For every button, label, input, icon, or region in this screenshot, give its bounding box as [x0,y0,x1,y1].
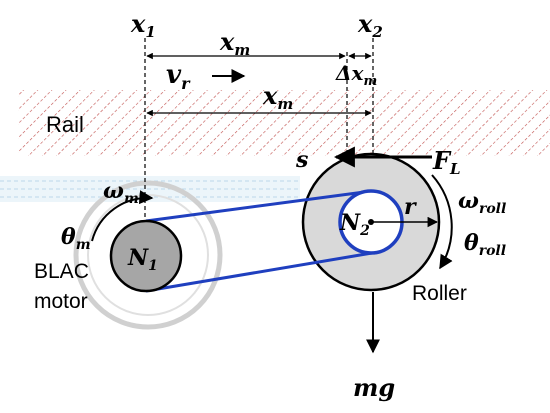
rail-label: Rail [46,112,84,137]
omega-m-label: ωm [103,178,139,207]
x1-label: x1 [130,9,156,41]
motor-label-line2: motor [34,290,88,313]
motor-label-line1: BLAC [34,260,89,283]
motor-pulley [109,219,183,293]
theta-m-label: θm [61,224,91,253]
radius-label: r [404,194,417,220]
rail [18,90,550,156]
omega-roll-label: ωroll [458,188,506,217]
delta-xm-label: Δxm [335,61,377,89]
s-label: s [295,147,308,173]
n2-label: N2 [339,210,370,239]
roller-label: Roller [412,282,467,305]
theta-roll-label: θroll [464,230,506,259]
vr-label: vr [166,60,191,93]
omega-roll-arrow [431,174,453,270]
ghost-motor-outline [73,180,223,330]
n1-label: N1 [127,245,158,274]
belt-upper [145,189,373,223]
mg-label: mg [353,373,395,402]
xm-top-label: xm [219,27,250,59]
xm-mid-label: xm [262,81,293,113]
omega-m-arrow [91,190,154,242]
belt-lower [145,251,373,293]
x2-label: x2 [357,9,383,41]
fl-label: FL [432,146,461,178]
